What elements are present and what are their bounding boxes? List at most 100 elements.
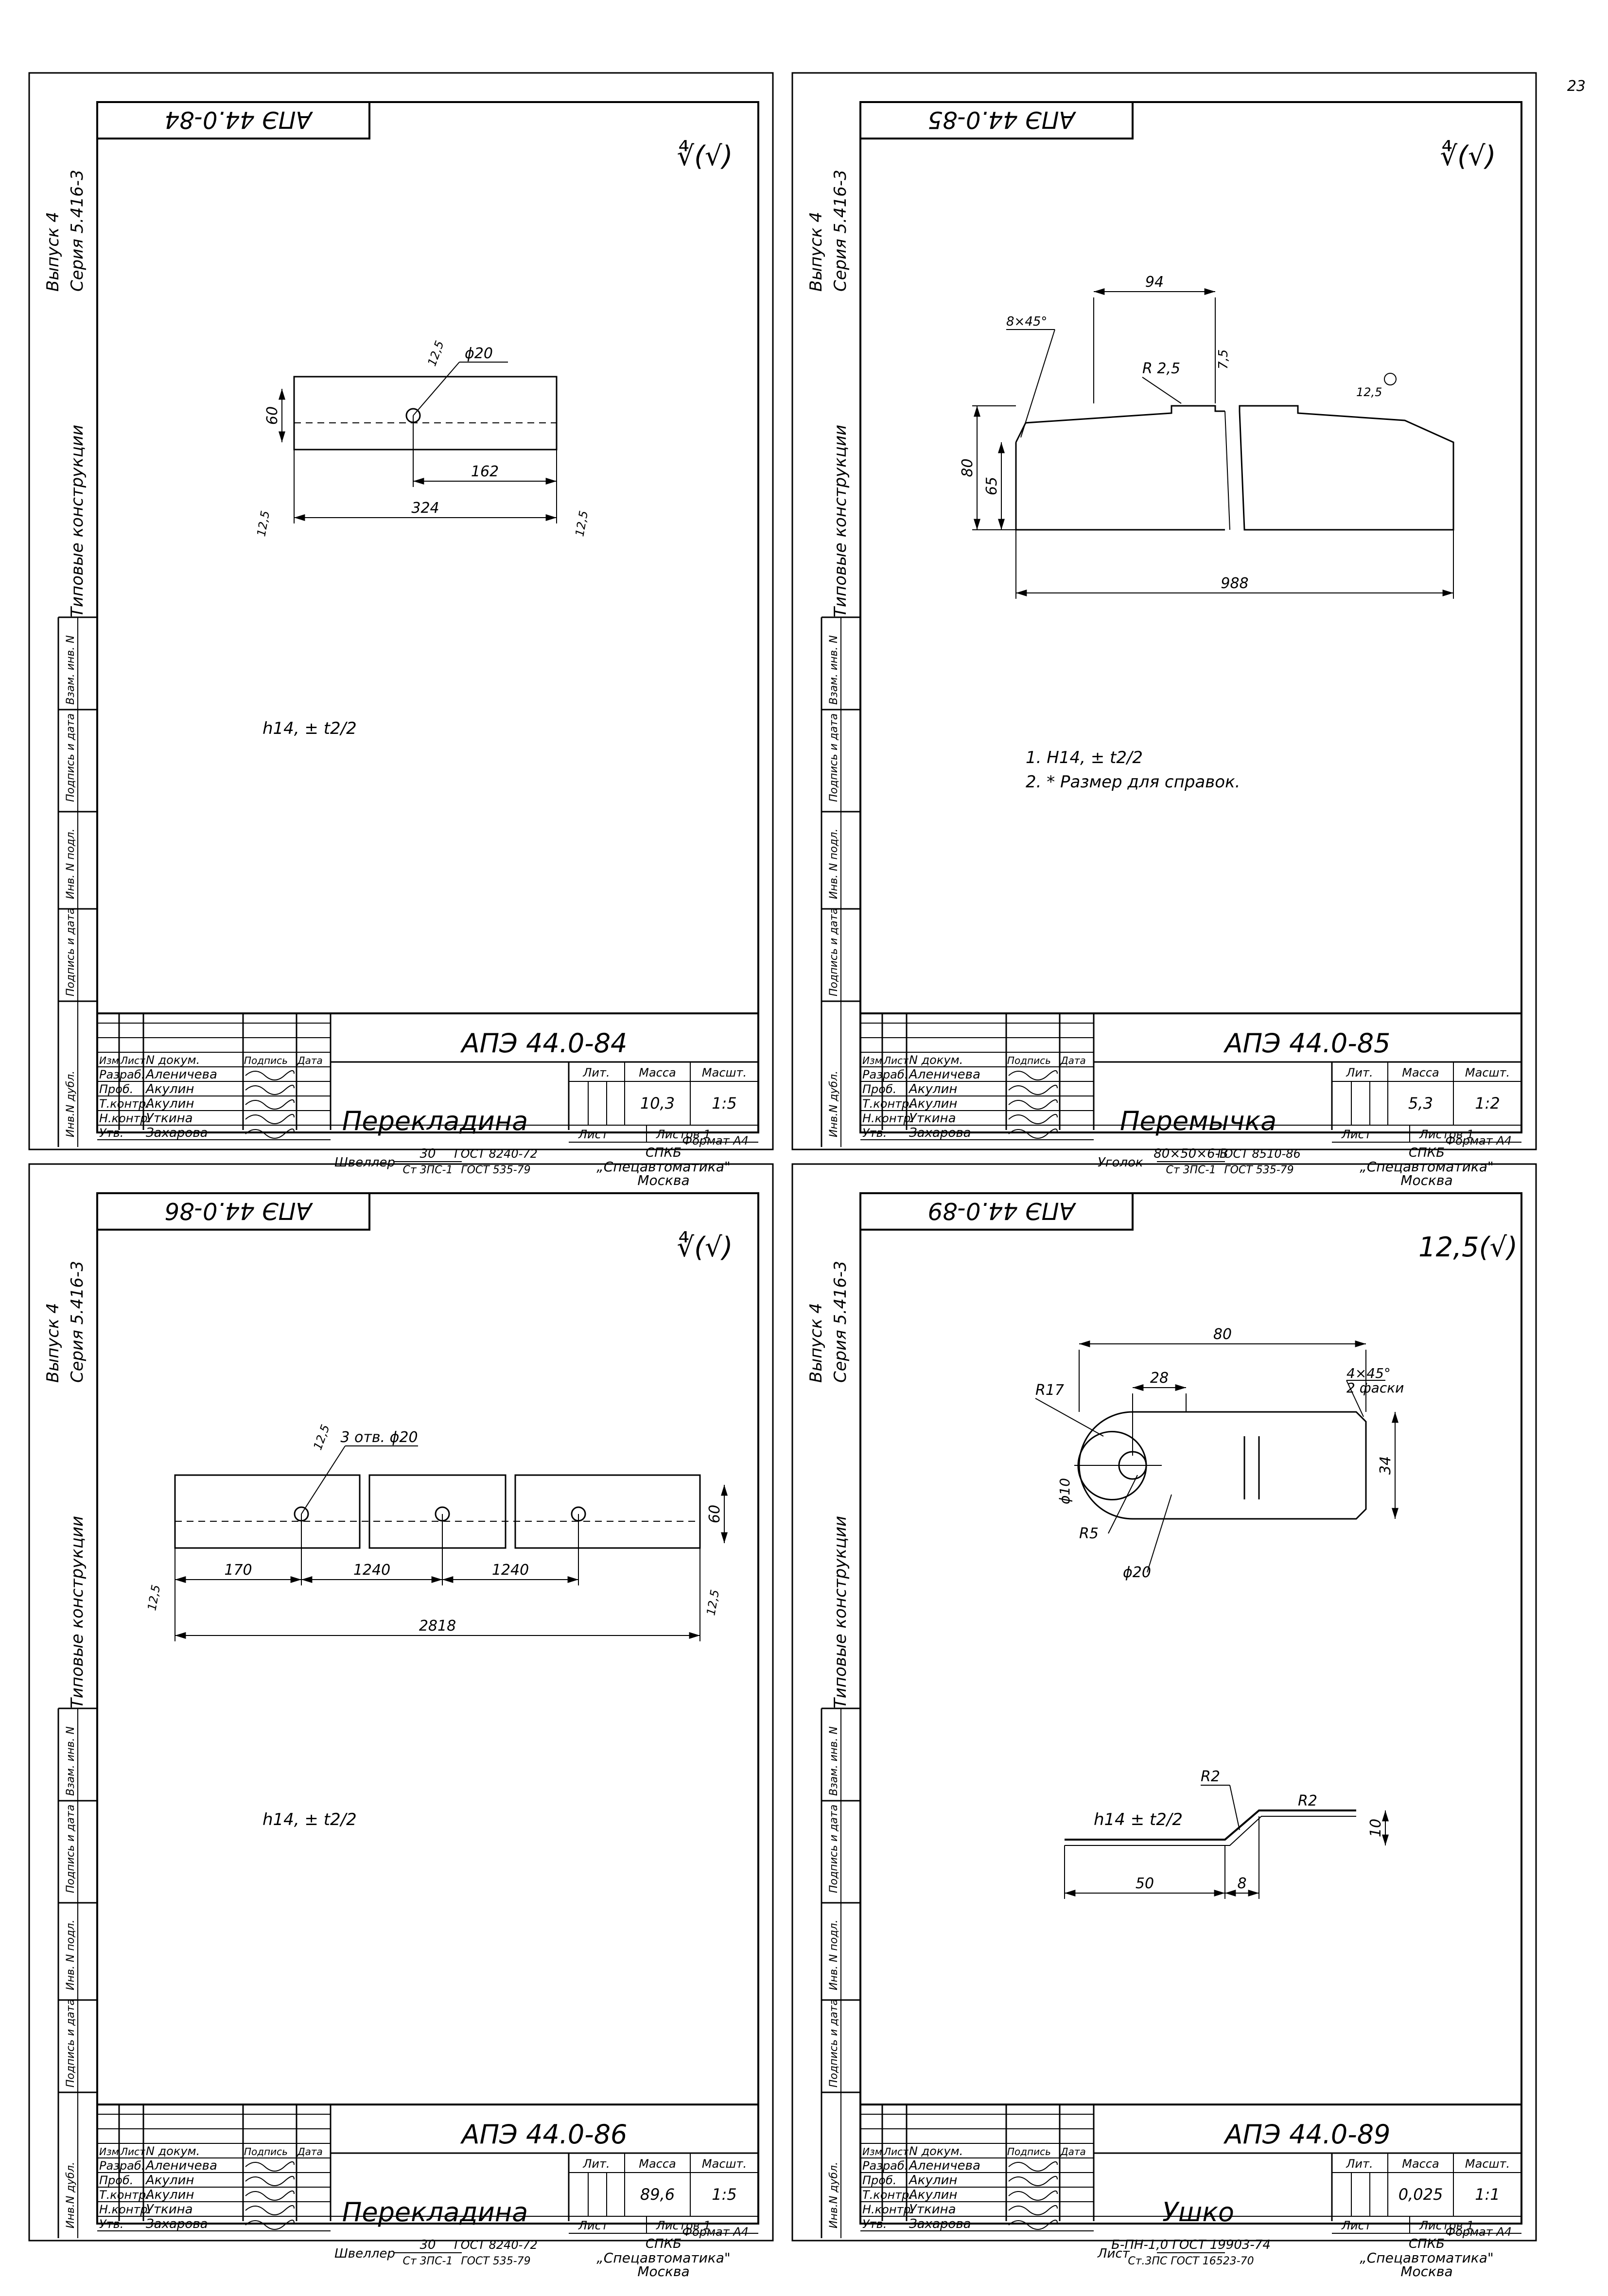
dim-roughness: 12,5 [704, 1589, 722, 1617]
side-view-profile-inner [1065, 1816, 1356, 1846]
side-cell-label: Подпись и дата [65, 908, 77, 996]
tb-gost2: ГОСТ 535-79 [461, 1164, 530, 1176]
dimension-arrow [545, 514, 557, 521]
inner-frame [859, 101, 1522, 1133]
dimension-arrow [567, 1576, 578, 1583]
tb-org1: СПКБ [1409, 2237, 1445, 2251]
tb-scale-header: Масшт. [1465, 2157, 1510, 2171]
tb-code: АПЭ 44.0-86 [460, 2119, 628, 2150]
dimension-label: 170 [224, 1562, 252, 1579]
tb-header-podpis: Подпись [244, 2146, 288, 2157]
dimension-arrow [721, 1532, 728, 1543]
dimension-arrow [175, 1632, 186, 1639]
dimension-arrow [294, 514, 305, 521]
dimension-arrow [545, 478, 557, 485]
side-cell-label: Взам. инв. N [828, 635, 840, 705]
tb-lit-header: Лит. [582, 2157, 610, 2171]
tb-role-label: Разраб. [862, 1068, 908, 1081]
signature-scribble [1008, 1085, 1058, 1095]
side-cell-label: Инв.N дубл. [828, 1071, 840, 1137]
side-label-typical: Типовые конструкции [68, 1516, 87, 1708]
tb-listov-label: Листов 1 [656, 2219, 711, 2232]
part-top-edge-left [1015, 405, 1225, 443]
dimension-arrow [1382, 1834, 1389, 1845]
note-line: h14 ± t2/2 [1094, 1810, 1183, 1829]
side-label-seria: Серия 5.416-3 [831, 170, 850, 292]
side-label-vypusk: Выпуск 4 [806, 1303, 826, 1383]
tb-mass-header: Масса [1402, 1066, 1439, 1079]
tb-mass-value: 5,3 [1408, 1094, 1433, 1113]
dimension-arrow [974, 519, 980, 530]
signature-scribble [245, 1070, 295, 1080]
dim-roughness: 12,5 [425, 339, 447, 368]
dim-radius-5: R5 [1079, 1525, 1099, 1542]
tb-header-izm: Изм [99, 1055, 119, 1066]
tb-material-den: Ст.3ПС ГОСТ 16523-70 [1128, 2255, 1254, 2267]
side-label-typical: Типовые конструкции [68, 425, 87, 617]
tb-scale-header: Масшт. [702, 1066, 747, 1079]
dimension-arrow [279, 431, 285, 442]
tb-code: АПЭ 44.0-85 [1223, 1028, 1391, 1059]
tb-list-label: Лист [1341, 2219, 1372, 2232]
signature-scribble [245, 2220, 295, 2230]
side-view-profile [1065, 1809, 1356, 1841]
tb-role-label: Т.контр. [862, 1097, 913, 1111]
side-cell-label: Подпись и дата [828, 908, 840, 996]
channel-segment-3 [514, 1474, 701, 1549]
top-code-text: АПЭ 44.0-86 [165, 1197, 314, 1224]
tb-title: Перекладина [342, 2197, 528, 2227]
tb-scale-header: Масшт. [1465, 1066, 1510, 1079]
signature-scribble [245, 1129, 295, 1139]
dimension-label: 162 [471, 463, 499, 480]
side-label-seria: Серия 5.416-3 [831, 1261, 850, 1383]
dimension-label: 2818 [419, 1618, 456, 1635]
tb-header-data: Дата [297, 1055, 323, 1066]
tb-header-podpis: Подпись [1007, 2146, 1051, 2157]
tb-material-den: Ст 3ПС-1 [402, 1164, 453, 1176]
tb-role-label: Т.контр. [862, 2188, 913, 2202]
dim-chamfer: 4×45° [1346, 1365, 1391, 1381]
side-cell-label: Инв. N подл. [65, 829, 77, 899]
top-code-box: АПЭ 44.0-86 [96, 1192, 370, 1231]
side-label-vypusk: Выпуск 4 [43, 212, 63, 292]
tb-role-label: Проб. [99, 2174, 133, 2187]
dim-radius: R 2,5 [1142, 360, 1180, 377]
tb-header-ndokum: N докум. [909, 2144, 963, 2158]
tb-header-izm: Изм [862, 2146, 882, 2157]
inner-frame [859, 1192, 1522, 2225]
dimension-arrow [301, 1576, 313, 1583]
note-line: 2. * Размер для справок. [1026, 772, 1240, 792]
tb-org3: Москва [637, 1172, 689, 1188]
side-cell-label: Взам. инв. N [828, 1726, 840, 1796]
tb-material-num: 30 [419, 2238, 436, 2252]
tb-org1: СПКБ [646, 1146, 682, 1160]
signature-scribble [1008, 1129, 1058, 1139]
tb-scale-value: 1:1 [1475, 2185, 1500, 2204]
dimension-label: 80 [959, 458, 976, 477]
signature-scribble [1008, 2161, 1058, 2172]
tb-role-label: Н.контр. [862, 2203, 914, 2216]
tb-header-data: Дата [297, 2146, 323, 2157]
tb-listov-label: Листов 1 [656, 1128, 711, 1141]
dimension-arrow [1392, 1508, 1398, 1519]
dimension-label: 988 [1221, 575, 1248, 592]
dimension-arrow [1355, 1340, 1366, 1347]
tb-header-ndokum: N докум. [909, 1053, 963, 1067]
tb-header-ndokum: N докум. [146, 2144, 200, 2158]
tb-header-list: Лист [120, 2146, 146, 2157]
tb-org3: Москва [1400, 2263, 1452, 2279]
side-cell-label: Инв.N дубл. [828, 2162, 840, 2228]
line [1108, 1475, 1138, 1534]
signature-scribble [1008, 2191, 1058, 2201]
dim-diameter-20: ϕ20 [1123, 1564, 1151, 1581]
tb-scale-value: 1:5 [712, 2185, 737, 2204]
side-label-typical: Типовые конструкции [831, 425, 850, 617]
tb-format: Формат А4 [682, 2225, 749, 2239]
tb-person-name: Захарова [146, 2217, 208, 2231]
top-code-text: АПЭ 44.0-89 [928, 1197, 1077, 1224]
tb-role-label: Н.контр. [99, 1112, 151, 1125]
tb-title: Ушко [1162, 2197, 1234, 2227]
tb-org2: „Спецавтоматика" [1360, 1159, 1494, 1175]
